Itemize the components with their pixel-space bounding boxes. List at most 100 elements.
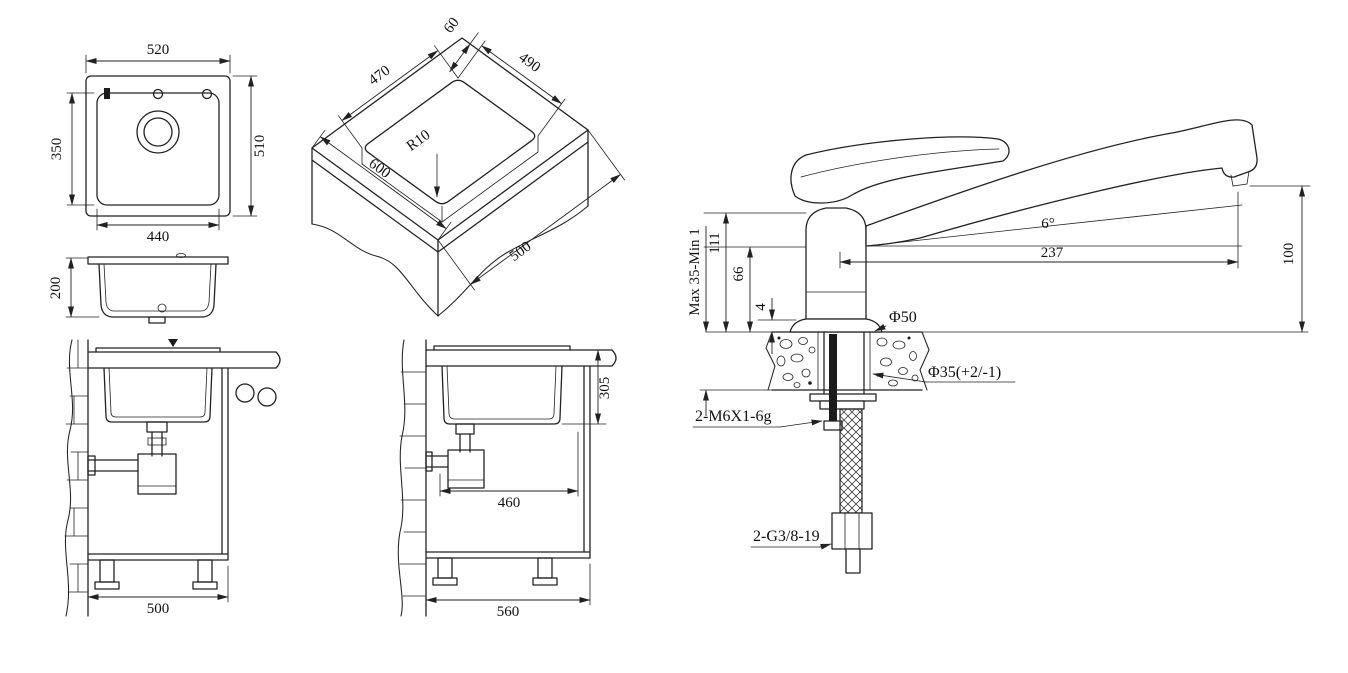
extension-lines bbox=[311, 129, 452, 241]
cabinet-bottom-panel bbox=[425, 551, 591, 559]
sink-profile-view: 200 bbox=[48, 253, 229, 324]
bottle-trap-cup bbox=[137, 453, 177, 495]
extension-lines bbox=[457, 40, 566, 137]
bowl-inner-wall bbox=[446, 365, 557, 420]
dimension-label: 6° bbox=[1041, 216, 1055, 232]
worktop-cutout-isometric-view: 60 490 470 R10 600 500 bbox=[311, 15, 625, 317]
pebble-dot bbox=[907, 336, 911, 340]
faucet-hole-circle bbox=[201, 88, 213, 100]
drain-tailpiece bbox=[151, 431, 163, 457]
pebble bbox=[782, 373, 794, 381]
leg-foot bbox=[532, 577, 558, 586]
waste-arm-pipe bbox=[425, 455, 449, 468]
drain-outer-circle bbox=[136, 110, 180, 154]
dimension-label: 440 bbox=[147, 229, 170, 245]
dim-mounting-hole-diameter: Φ35(+2/-1) bbox=[872, 364, 1016, 383]
dimension-label: 305 bbox=[597, 377, 613, 400]
brick-joint-lines bbox=[73, 339, 79, 593]
pebble bbox=[876, 337, 888, 347]
cabinet-leg bbox=[99, 559, 115, 583]
dim-cutout-depth: 470 bbox=[338, 45, 459, 149]
extension-lines bbox=[437, 129, 625, 291]
drain-stub bbox=[148, 316, 166, 324]
dimension-label: 66 bbox=[731, 266, 747, 282]
dim-corner-radius: R10 bbox=[404, 127, 440, 198]
dim-deck-thickness-range: Max 35-Min 1 bbox=[687, 226, 709, 416]
faucet-hole-section bbox=[176, 253, 186, 258]
dim-spout-angle: 6° bbox=[865, 204, 1243, 247]
drain-hole bbox=[157, 303, 167, 313]
dimension-label: 100 bbox=[1281, 243, 1297, 266]
sink-top-view: 520 510 440 350 bbox=[49, 42, 268, 245]
extension-lines bbox=[338, 45, 459, 149]
drain-tailpiece bbox=[459, 433, 471, 453]
pebble bbox=[808, 346, 816, 354]
thread-spec-label: 2-M6X1-6g bbox=[695, 408, 771, 425]
granite-pebbles bbox=[776, 336, 919, 388]
dimension-label: 490 bbox=[516, 50, 544, 76]
dimension-label: 111 bbox=[707, 232, 723, 253]
leg-foot bbox=[432, 577, 458, 586]
dim-body-height: 111 bbox=[703, 212, 807, 333]
label-hose-thread: 2-G3/8-19 bbox=[750, 528, 832, 550]
drain-strainer bbox=[455, 423, 475, 435]
cutout-depth-edges bbox=[361, 135, 539, 223]
dimension-label: 60 bbox=[441, 15, 463, 37]
extension-lines bbox=[96, 208, 220, 231]
extension-lines bbox=[66, 92, 95, 206]
cabinet-leg bbox=[437, 557, 453, 579]
stud-nut bbox=[823, 420, 843, 431]
pebble-dot bbox=[808, 381, 812, 385]
faucet-body bbox=[805, 207, 867, 320]
pebble bbox=[909, 351, 917, 361]
leg-foot bbox=[94, 581, 120, 590]
brick-course-lines bbox=[399, 371, 427, 597]
extension-lines-counter bbox=[699, 331, 1309, 391]
mounting-washer bbox=[809, 393, 877, 402]
fitting-circle bbox=[235, 383, 255, 403]
dim-bowl-height: 200 bbox=[48, 257, 100, 318]
dim-spout-reach: 237 bbox=[839, 191, 1239, 269]
mounting-nut-plate bbox=[819, 400, 865, 410]
pebble bbox=[793, 382, 801, 388]
dim-edge-to-cutout: 60 bbox=[441, 15, 479, 73]
position-marker-triangle bbox=[168, 339, 178, 347]
angle-reference-lines bbox=[865, 204, 1243, 247]
extension-lines bbox=[469, 32, 479, 45]
lever-handle bbox=[790, 136, 1010, 204]
extension-lines bbox=[439, 431, 579, 497]
dim-cabinet-width: 500 bbox=[87, 565, 229, 617]
faucet-hole-circle bbox=[152, 88, 164, 100]
worktop-thickness-edges bbox=[311, 129, 589, 317]
mounting-stud bbox=[829, 334, 837, 428]
countertop bbox=[87, 351, 281, 369]
dimension-label: 500 bbox=[507, 239, 535, 265]
leader-line bbox=[872, 372, 927, 383]
dim-spout-underside-height: 66 bbox=[703, 246, 807, 333]
pebble bbox=[790, 353, 804, 363]
countertop bbox=[425, 349, 617, 367]
dimension-label: 470 bbox=[366, 63, 394, 89]
dimension-line bbox=[449, 43, 471, 73]
bowl-outer-wall bbox=[103, 367, 213, 423]
dimension-label: Max 35-Min 1 bbox=[687, 228, 703, 316]
dim-outer-width: 520 bbox=[85, 42, 231, 74]
dim-outer-depth: 510 bbox=[232, 75, 268, 217]
dimension-label: 600 bbox=[366, 156, 394, 182]
drain-strainer bbox=[146, 421, 168, 433]
pebble bbox=[898, 367, 908, 375]
sink-outer-outline bbox=[85, 75, 231, 217]
dim-worktop-length: 600 bbox=[311, 129, 452, 241]
dimension-label: 520 bbox=[147, 42, 170, 58]
pebble bbox=[779, 339, 793, 349]
faucet-base-flare bbox=[789, 318, 883, 333]
dimension-label: 350 bbox=[49, 138, 65, 161]
dim-cabinet-width: 560 bbox=[425, 563, 591, 620]
pebble bbox=[798, 337, 808, 345]
cabinet-bottom-panel bbox=[87, 553, 229, 561]
dimension-label: 4 bbox=[753, 303, 769, 311]
pebble bbox=[892, 340, 906, 350]
dimension-label: 460 bbox=[498, 495, 521, 511]
dimension-label: Φ50 bbox=[889, 309, 917, 326]
